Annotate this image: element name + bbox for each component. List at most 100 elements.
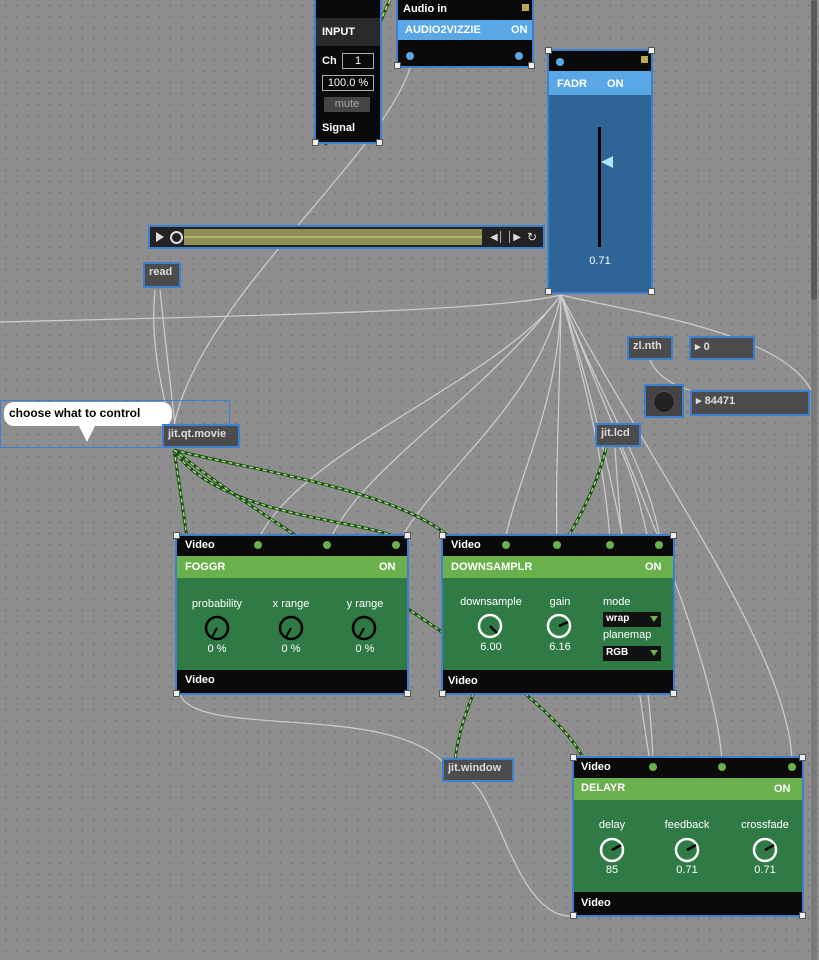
- crossfade-knob[interactable]: [752, 837, 778, 863]
- y-range-knob[interactable]: [351, 615, 377, 641]
- audio2vizzie-module[interactable]: Audio in AUDIO2VIZZIE ON: [396, 0, 534, 68]
- delay-knob[interactable]: [599, 837, 625, 863]
- playbar[interactable]: ◀│ │▶ ↻: [148, 225, 545, 249]
- zl-nth-object[interactable]: zl.nth: [627, 336, 673, 360]
- audio-in-name: AUDIO2VIZZIE: [405, 24, 481, 36]
- feedback-value: 0.71: [676, 864, 698, 876]
- x-range-label: x range: [272, 598, 310, 610]
- feedback-knob[interactable]: [674, 837, 700, 863]
- foggr-inlet-label: Video: [185, 539, 215, 551]
- toggle-button[interactable]: [644, 384, 684, 418]
- jit-window-object[interactable]: jit.window: [442, 758, 514, 782]
- patch-cord: [469, 779, 581, 917]
- read-button[interactable]: read: [143, 262, 181, 288]
- crossfade-label: crossfade: [741, 819, 789, 831]
- comment-text: choose what to control: [9, 406, 141, 420]
- patch-cord: [560, 294, 812, 391]
- fadr-on-toggle[interactable]: ON: [607, 78, 624, 90]
- fader-track[interactable]: [598, 127, 601, 247]
- audio-in-on-toggle[interactable]: ON: [511, 24, 528, 36]
- patch-cord: [560, 294, 611, 541]
- number-box-zero[interactable]: ▸ 0: [689, 336, 755, 360]
- delayr-module[interactable]: Video DELAYR ON delay feedback crossfade…: [572, 756, 804, 917]
- gain-knob[interactable]: [546, 613, 572, 639]
- foggr-on-toggle[interactable]: ON: [379, 561, 396, 573]
- loop-icon[interactable]: ↻: [527, 230, 538, 244]
- patch-cord: [555, 294, 562, 541]
- foggr-module[interactable]: Video FOGGR ON probability x range y ran…: [175, 534, 409, 695]
- number-box-zero-value: 0: [703, 341, 710, 353]
- comment-bubble: [4, 402, 172, 426]
- comment-bubble-tail: [78, 424, 96, 442]
- y-range-value: 0 %: [355, 643, 375, 655]
- playback-scrubber[interactable]: [184, 229, 482, 245]
- step-back-icon[interactable]: ◀│: [490, 232, 504, 243]
- patch-cord: [399, 294, 562, 541]
- delayr-on-toggle[interactable]: ON: [774, 783, 791, 795]
- fadr-name: FADR: [557, 78, 587, 90]
- mode-label: mode: [603, 596, 631, 608]
- patch-cord: [159, 289, 176, 426]
- downsample-knob[interactable]: [477, 613, 503, 639]
- planemap-value: RGB: [606, 647, 629, 658]
- patch-cord: [0, 294, 562, 323]
- patch-cord: [619, 447, 649, 541]
- mode-dropdown[interactable]: wrap: [603, 612, 661, 627]
- planemap-dropdown[interactable]: RGB: [603, 646, 661, 661]
- ch-label: Ch: [322, 55, 337, 67]
- fadr-module[interactable]: FADR ON 0.71: [547, 49, 653, 294]
- probability-value: 0 %: [207, 643, 227, 655]
- chevron-down-icon: [650, 616, 658, 622]
- downsamplr-name: DOWNSAMPLR: [451, 561, 533, 573]
- playhead-circle-icon[interactable]: [170, 231, 183, 244]
- patch-cord: [179, 694, 451, 771]
- play-icon[interactable]: [156, 232, 164, 242]
- fader-value: 0.71: [589, 255, 611, 267]
- delay-value: 85: [605, 864, 619, 876]
- signal-label: Signal: [322, 122, 356, 134]
- downsamplr-outlet-label: Video: [448, 675, 478, 687]
- mute-button[interactable]: mute: [324, 97, 370, 112]
- probability-knob[interactable]: [204, 615, 230, 641]
- patch-cord: [329, 294, 562, 541]
- fader-thumb-icon[interactable]: [601, 156, 613, 168]
- number-box-frames[interactable]: ▸ 84471: [690, 390, 810, 416]
- x-range-knob[interactable]: [278, 615, 304, 641]
- planemap-label: planemap: [603, 629, 652, 641]
- number-box-arrow-icon: ▸: [695, 341, 704, 353]
- downsample-label: downsample: [460, 596, 522, 608]
- step-forward-icon[interactable]: │▶: [507, 232, 521, 243]
- delayr-name: DELAYR: [581, 782, 626, 794]
- probability-label: probability: [191, 598, 243, 610]
- chevron-down-icon: [650, 650, 658, 656]
- downsample-value: 6.00: [480, 641, 502, 653]
- delayr-outlet-label: Video: [581, 897, 611, 909]
- patch-cord: [560, 294, 793, 763]
- number-box-arrow-icon: ▸: [696, 395, 705, 407]
- volume-number-box[interactable]: 100.0 %: [322, 75, 374, 91]
- audio-in-title: Audio in: [403, 3, 447, 15]
- ch-number-box[interactable]: 1: [342, 53, 374, 69]
- delayr-inlet-label: Video: [581, 761, 611, 773]
- jit-lcd-object[interactable]: jit.lcd: [595, 423, 641, 447]
- input-module[interactable]: INPUT Ch 1 100.0 % mute Signal: [314, 0, 382, 144]
- audio-in-indicator: [522, 4, 529, 11]
- downsamplr-on-toggle[interactable]: ON: [645, 561, 662, 573]
- vertical-scrollbar[interactable]: [811, 0, 817, 960]
- foggr-outlet-label: Video: [185, 674, 215, 686]
- mode-value: wrap: [606, 613, 630, 624]
- patch-cord: [257, 294, 562, 541]
- downsamplr-module[interactable]: Video DOWNSAMPLR ON downsample gain 6.00…: [441, 534, 675, 695]
- delay-label: delay: [598, 819, 626, 831]
- x-range-value: 0 %: [281, 643, 301, 655]
- feedback-label: feedback: [664, 819, 710, 831]
- gain-value: 6.16: [549, 641, 571, 653]
- y-range-label: y range: [346, 598, 384, 610]
- jit-qt-movie-object[interactable]: jit.qt.movie: [162, 424, 240, 448]
- crossfade-value: 0.71: [754, 864, 776, 876]
- patch-cord: [504, 294, 562, 541]
- input-title: INPUT: [322, 26, 355, 38]
- foggr-name: FOGGR: [185, 561, 226, 573]
- frames-value: 84471: [704, 395, 736, 407]
- downsamplr-inlet-label: Video: [451, 539, 481, 551]
